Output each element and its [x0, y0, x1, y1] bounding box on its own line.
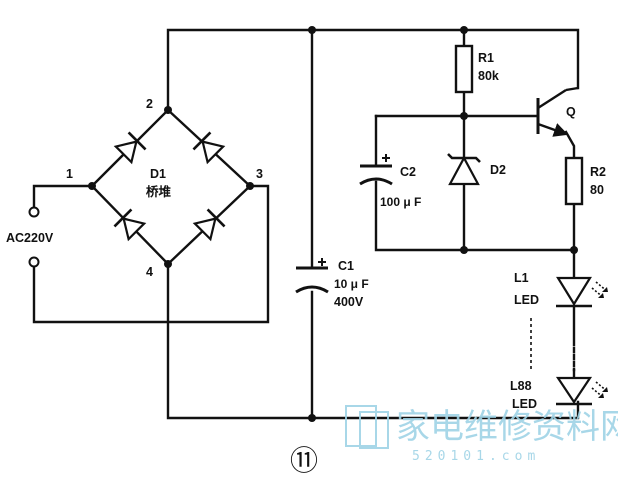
pin-4-label: 4	[146, 265, 153, 279]
q-name: Q	[566, 105, 576, 119]
pin-3-label: 3	[256, 167, 263, 181]
watermark-url: 520101.com	[412, 449, 540, 464]
c1-value: 10 μ F	[334, 277, 369, 291]
bridge-rectifier	[90, 108, 252, 266]
transistor-q	[536, 86, 579, 137]
labels: 2 1 3 4 D1 桥堆 AC220V C1 10 μ F 400V R1 8…	[6, 51, 606, 477]
r2-value: 80	[590, 183, 604, 197]
ac-source-label: AC220V	[6, 231, 54, 245]
c2-value: 100 μ F	[380, 195, 421, 209]
junction-dots	[88, 26, 578, 422]
l1-name: L1	[514, 271, 529, 285]
watermark-text: 家电维修资料网	[396, 407, 618, 447]
zener-diode-d2	[447, 153, 481, 186]
r2-name: R2	[590, 165, 606, 179]
l88-name: L88	[510, 379, 532, 393]
l1-type: LED	[514, 293, 539, 307]
led-l88	[555, 376, 609, 406]
c2-name: C2	[400, 165, 416, 179]
pin-1-label: 1	[66, 167, 73, 181]
capacitor-c2	[359, 154, 393, 186]
pin-2-label: 2	[146, 97, 153, 111]
bridge-name: D1	[150, 167, 166, 181]
ac-terminals	[28, 206, 40, 268]
watermark: 家电维修资料网 520101.com	[345, 405, 618, 464]
led-l1	[556, 276, 609, 308]
figure-number: ⑪	[290, 444, 318, 477]
l88-type: LED	[512, 397, 537, 411]
r1-name: R1	[478, 51, 494, 65]
resistor-r1	[454, 44, 474, 94]
capacitor-c1	[295, 258, 329, 294]
r1-value: 80k	[478, 69, 499, 83]
wiring	[32, 28, 580, 420]
resistor-r2	[564, 156, 584, 206]
c1-name: C1	[338, 259, 354, 273]
bridge-name-cn: 桥堆	[146, 184, 172, 199]
d2-name: D2	[490, 163, 506, 177]
c1-voltage: 400V	[334, 295, 364, 309]
